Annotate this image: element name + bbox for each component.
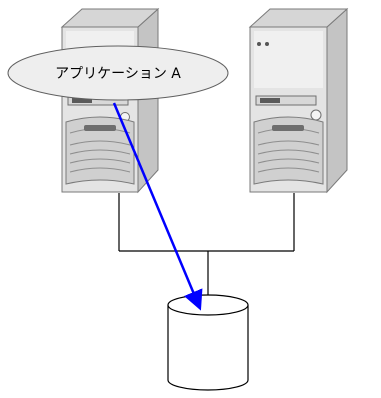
application-access-arrow [112, 102, 203, 311]
right-server-drive-bay [255, 95, 317, 106]
left-server-vent [65, 116, 135, 185]
right-server-power-button [310, 109, 322, 121]
right-server-led-2 [265, 42, 269, 46]
shared-disk-icon [167, 294, 249, 391]
right-server-vent [253, 116, 324, 185]
right-server-led-1 [257, 42, 261, 46]
connection-lines [118, 193, 295, 296]
left-server-icon [60, 7, 160, 194]
application-label: アプリケーション A [55, 66, 181, 82]
application-bubble-shape [7, 45, 229, 101]
application-bubble: アプリケーション A [7, 45, 229, 101]
right-server-icon [248, 7, 349, 194]
disk-body [167, 305, 249, 391]
disk-top [167, 294, 249, 316]
right-server-side [326, 7, 348, 194]
